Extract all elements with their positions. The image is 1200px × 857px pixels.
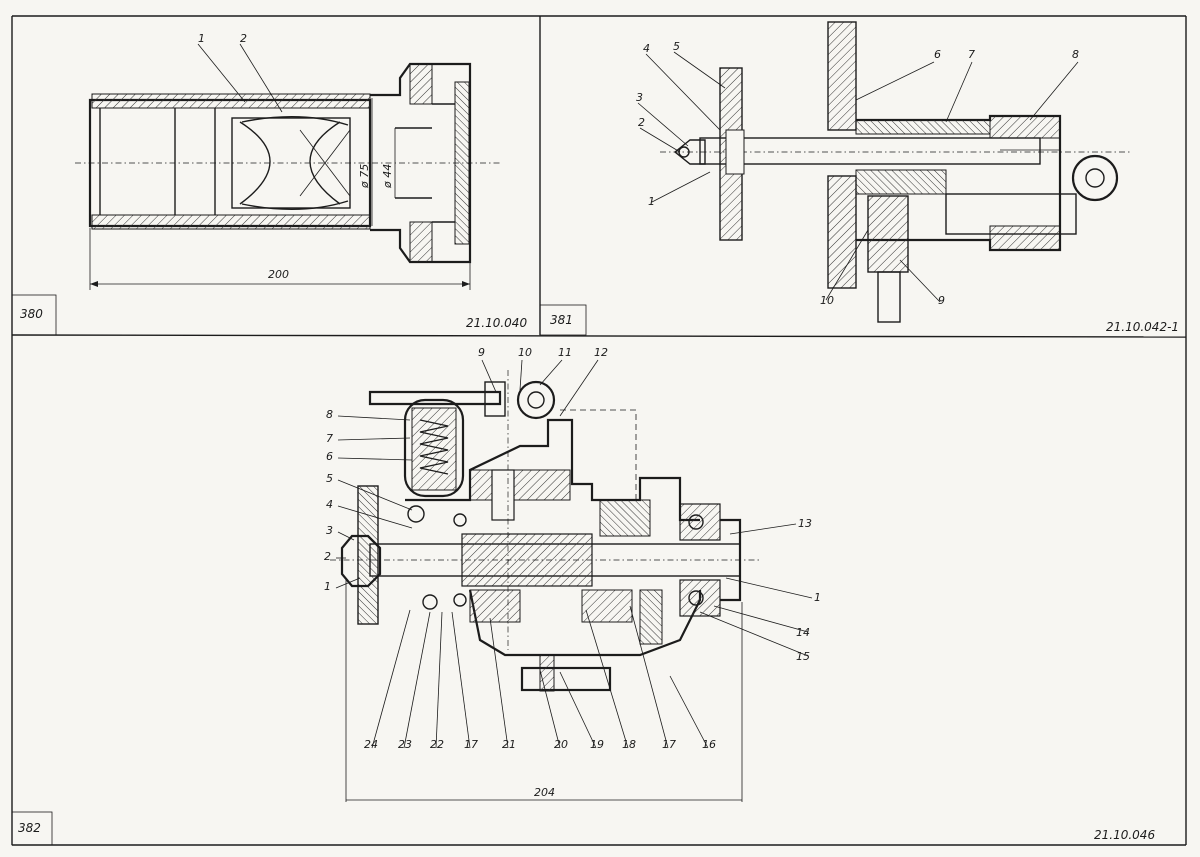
dim-length: 204 [534,786,555,799]
callout-2: 2 [324,550,331,563]
callout-9: 9 [938,294,945,307]
callout-21: 21 [502,738,516,751]
drawing-code: 21.10.040 [466,316,527,330]
callout-1: 1 [324,580,331,593]
callout-13: 13 [798,517,812,530]
callout-19: 19 [590,738,604,751]
callout-16: 16 [702,738,716,751]
callout-18: 18 [622,738,636,751]
callout-2: 2 [638,116,645,129]
dim-outer-diameter: ø 75 [358,164,371,189]
panel-number-box [11,294,57,336]
callout-5: 5 [326,472,333,485]
callout-10: 10 [820,294,834,307]
panel-382: 382 21.10.046 [11,346,1155,846]
callout-2: 2 [240,32,247,45]
clutch-cylinder-drawing [637,21,1130,323]
callout-23: 23 [398,738,412,751]
dim-inner-diameter: ø 44 [381,164,394,189]
panel-number: 380 [20,307,43,321]
sleeve-section-drawing: ø 75 ø 44 200 [75,43,500,290]
callout-10: 10 [518,346,532,359]
callout-20: 20 [554,738,568,751]
dim-length: 200 [268,268,289,281]
callout-3: 3 [636,91,643,104]
callout-6: 6 [326,450,333,463]
callout-4: 4 [643,42,650,55]
callout-17: 17 [662,738,676,751]
callout-11: 11 [558,346,572,359]
panel-number-box [11,811,53,846]
callout-4: 4 [326,498,333,511]
callout-5: 5 [673,40,680,53]
callout-8: 8 [1072,48,1079,61]
panel-380: 380 21.10.040 [11,32,527,336]
callout-3: 3 [326,524,333,537]
drawing-code: 21.10.042-1 [1106,320,1179,334]
callout-1: 1 [198,32,205,45]
panel-number: 381 [550,313,573,327]
callout-1: 1 [814,591,821,604]
drawing-code: 21.10.046 [1094,828,1155,842]
callout-6: 6 [934,48,941,61]
callout-12: 12 [594,346,608,359]
callout-17: 17 [464,738,478,751]
callout-15: 15 [796,650,810,663]
callout-14: 14 [796,626,810,639]
callout-7: 7 [326,432,333,445]
callout-22: 22 [430,738,444,751]
callout-9: 9 [478,346,485,359]
panel-number-box [539,304,587,336]
panel-381: 381 21.10.042-1 [539,21,1179,336]
callout-8: 8 [326,408,333,421]
callout-1: 1 [648,195,655,208]
panel-number: 382 [18,821,41,835]
callout-24: 24 [364,738,378,751]
pump-assembly-drawing: 204 [330,359,813,802]
callout-7: 7 [968,48,975,61]
sheet-frame [11,15,1187,846]
